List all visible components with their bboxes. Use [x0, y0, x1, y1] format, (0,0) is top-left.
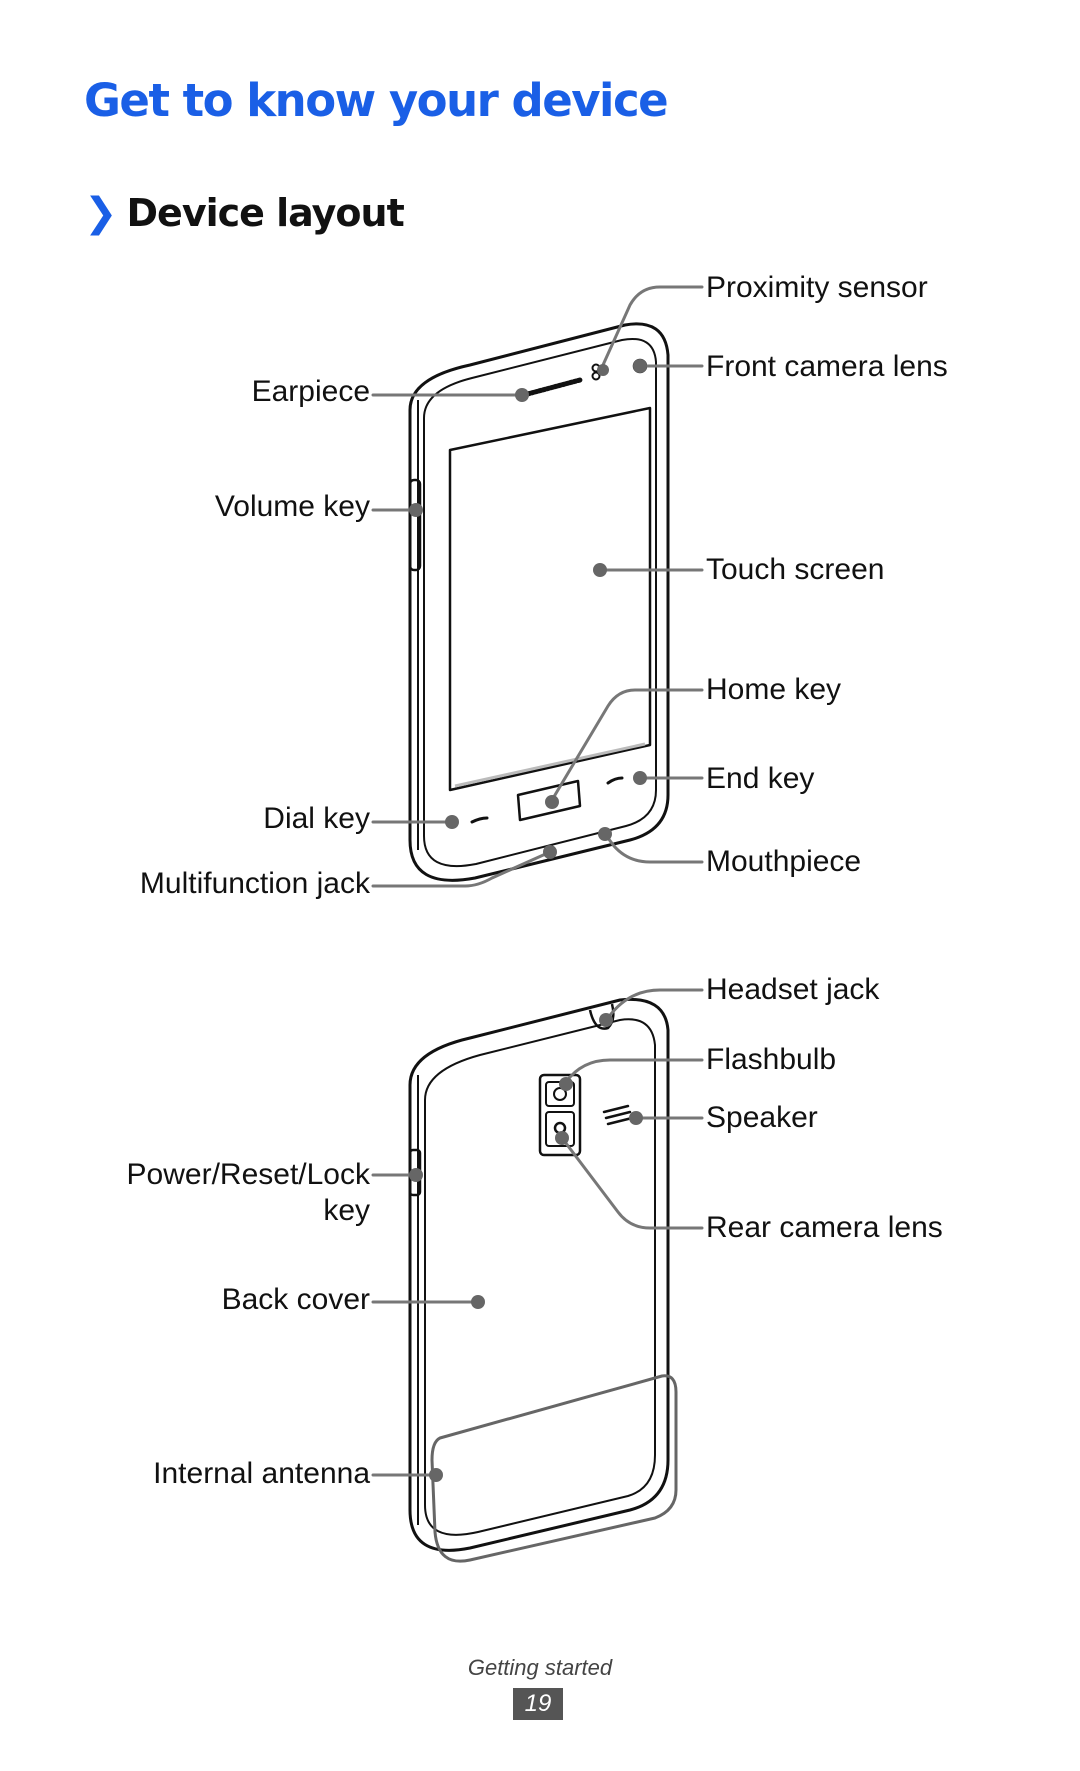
internal-antenna-shape — [430, 1374, 678, 1563]
label-front-camera-lens: Front camera lens — [706, 350, 948, 383]
chevron-right-icon: ❯ — [84, 190, 118, 236]
label-flashbulb: Flashbulb — [706, 1043, 837, 1076]
label-touch-screen: Touch screen — [706, 553, 885, 586]
page-title: Get to know your device — [84, 74, 669, 127]
back-body-outline — [408, 997, 670, 1552]
label-proximity-sensor: Proximity sensor — [706, 271, 928, 304]
rear-camera-line — [560, 1136, 704, 1230]
label-internal-antenna: Internal antenna — [153, 1457, 370, 1490]
label-power-reset-lock-line2: key — [323, 1194, 370, 1227]
front-body-outline — [408, 322, 670, 882]
volume-key-shape — [408, 478, 422, 572]
home-key-line — [550, 688, 704, 802]
callout-lines — [371, 285, 704, 1477]
earpiece-grille — [517, 377, 583, 399]
camera-module-shape — [538, 1073, 582, 1157]
mouthpiece-line — [603, 832, 704, 864]
label-multifunction-jack: Multifunction jack — [139, 867, 370, 900]
flashbulb-line — [564, 1058, 704, 1084]
front-device-illustration — [408, 322, 670, 882]
label-speaker: Speaker — [706, 1101, 818, 1134]
multifunction-jack-line — [371, 850, 552, 888]
label-home-key: Home key — [706, 673, 842, 706]
speaker-grille — [602, 1104, 634, 1126]
label-mouthpiece: Mouthpiece — [706, 845, 862, 878]
touch-screen-shape — [448, 406, 652, 792]
headset-jack-line — [606, 988, 704, 1020]
label-power-reset-lock-key: Power/Reset/Lock key — [40, 1157, 370, 1229]
home-key-shape — [516, 779, 582, 822]
section-heading: ❯ Device layout — [84, 190, 405, 236]
footer-section-name: Getting started — [467, 1655, 613, 1680]
label-earpiece: Earpiece — [251, 375, 370, 408]
label-dial-key: Dial key — [263, 802, 370, 835]
proximity-sensor-line — [601, 285, 704, 367]
front-bezel — [423, 338, 657, 868]
label-power-reset-lock-line1: Power/Reset/Lock — [126, 1158, 370, 1191]
label-back-cover: Back cover — [221, 1283, 370, 1316]
page-number: 19 — [513, 1688, 563, 1720]
label-end-key: End key — [706, 762, 815, 795]
label-rear-camera-lens: Rear camera lens — [706, 1211, 943, 1244]
callout-dots — [409, 359, 647, 1482]
label-headset-jack: Headset jack — [706, 973, 880, 1006]
back-cover-inner — [424, 1018, 656, 1536]
section-title: Device layout — [126, 191, 405, 235]
back-device-illustration — [408, 997, 678, 1563]
label-volume-key: Volume key — [214, 490, 370, 523]
